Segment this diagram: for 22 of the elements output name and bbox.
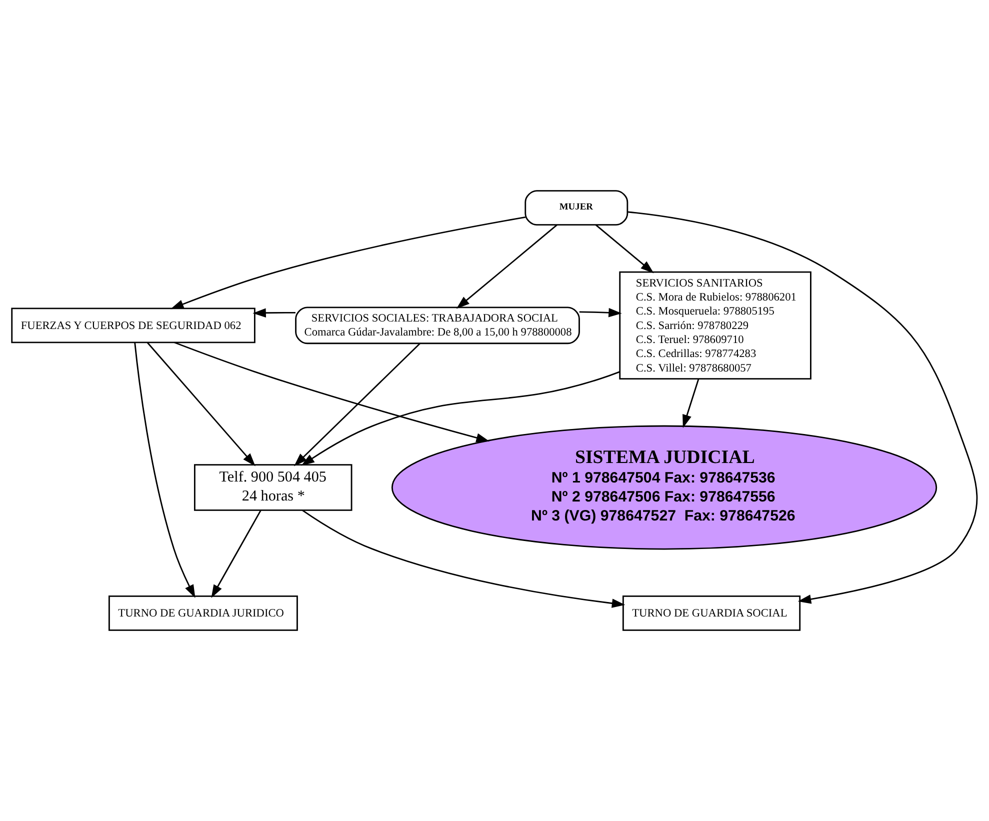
node-box: MUJER <box>524 190 628 226</box>
arrow <box>595 224 654 274</box>
arrow <box>301 371 620 466</box>
arrow <box>682 378 700 428</box>
arrow <box>174 342 490 442</box>
node-box: Telf. 900 504 405 24 horas * <box>194 464 352 511</box>
node-box: SERVICIOS SANITARIOS C.S. Mora de Rubielos: 978806201 C.S. Mosqueruela: 978805195 C.S. Sarrión: 978780229 C.S. Teruel: 978609710 C.S. Cedrillas: 978774283 C.S. Villel: 97878680057 <box>619 271 812 380</box>
arrow <box>146 342 256 466</box>
node-box: SERVICIOS SOCIALES: TRABAJADORA SOCIAL Comarca Gúdar-Javalambre: De 8,00 a 15,00 h 978800008 <box>295 306 580 344</box>
arrow <box>456 224 558 309</box>
node-box: TURNO DE GUARDIA JURIDICO <box>108 596 298 631</box>
node-box: TURNO DE GUARDIA SOCIAL <box>622 596 801 631</box>
node-box: FUERZAS Y CUERPOS DE SEGURIDAD 062 <box>11 308 256 344</box>
arrow <box>302 510 626 608</box>
arrow <box>579 308 622 318</box>
arrow <box>211 510 262 598</box>
arrow <box>134 342 196 598</box>
arrow <box>627 211 978 604</box>
arrow <box>294 343 420 466</box>
arrow <box>252 308 296 318</box>
arrow <box>170 216 526 310</box>
node-ellipse: SISTEMA JUDICIAL Nº 1 978647504 Fax: 978647536 Nº 2 978647506 Fax: 978647556 Nº 3 (VG) 978647527 Fax: 978647526 <box>391 425 938 550</box>
